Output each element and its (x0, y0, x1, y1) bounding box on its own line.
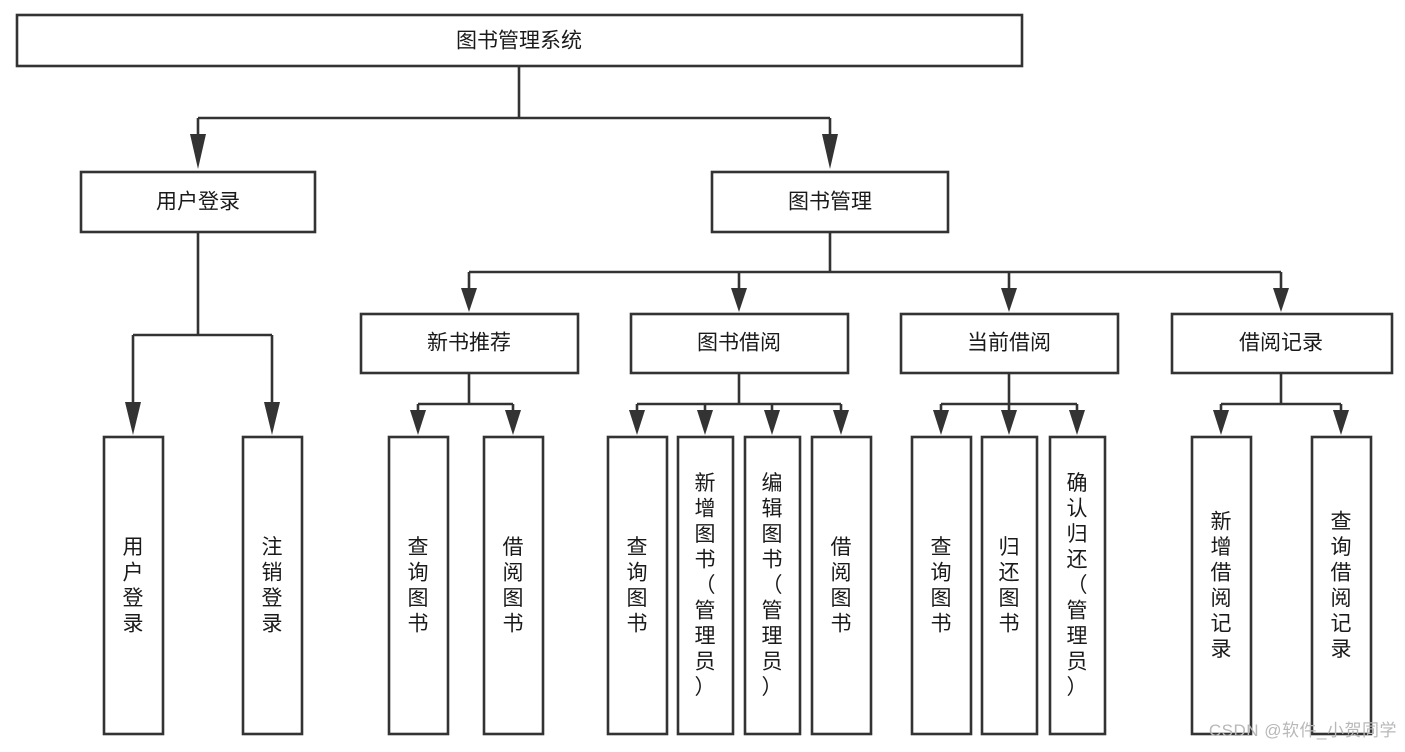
node-current-borrow-box[interactable] (899, 312, 1120, 375)
leaf-new-book-0-label: 查询图书 (408, 536, 429, 636)
node-root-label: 图书管理系统 (456, 30, 582, 53)
leaf-current-borrow-0[interactable]: 查询图书 (910, 435, 973, 736)
arrow-to-current-borrow (1001, 288, 1017, 312)
leaf-new-book-1-box[interactable] (482, 435, 545, 736)
arrow-leaf-new-book-1 (505, 410, 521, 435)
node-new-book[interactable]: 新书推荐 (359, 312, 580, 375)
leaf-current-borrow-2[interactable]: 确认归还（管理员） (1048, 435, 1107, 736)
node-current-borrow[interactable]: 当前借阅 (899, 312, 1120, 375)
arrow-to-new-book (461, 288, 477, 312)
leaf-book-borrow-0[interactable]: 查询图书 (606, 435, 669, 736)
leaf-borrow-record-1-box[interactable] (1310, 435, 1373, 736)
node-book-borrow-box[interactable] (629, 312, 850, 375)
node-user-login-label: 用户登录 (156, 191, 240, 214)
leaf-book-borrow-2-label: 编辑图书（管理员） (762, 472, 783, 699)
leaf-current-borrow-2-label: 确认归还（管理员） (1067, 472, 1088, 699)
arrow-leaf-borrow-record-0 (1213, 410, 1229, 435)
leaf-book-borrow-2[interactable]: 编辑图书（管理员） (743, 435, 802, 736)
arrow-to-book-borrow (731, 288, 747, 312)
arrow-leaf-book-borrow-1 (697, 410, 713, 435)
node-borrow-record[interactable]: 借阅记录 (1170, 312, 1394, 375)
leaf-book-borrow-2-box[interactable] (743, 435, 802, 736)
arrow-leaf-user-login-1 (264, 402, 280, 435)
leaf-user-login-1[interactable]: 注销登录 (241, 435, 304, 736)
node-current-borrow-label: 当前借阅 (967, 332, 1051, 355)
node-user-login[interactable]: 用户登录 (79, 170, 317, 234)
arrow-leaf-book-borrow-3 (833, 410, 849, 435)
node-new-book-box[interactable] (359, 312, 580, 375)
csdn-watermark: CSDN @软件_小贺同学 (1208, 721, 1397, 740)
leaf-book-borrow-1-box[interactable] (676, 435, 735, 736)
leaf-current-borrow-2-box[interactable] (1048, 435, 1107, 736)
leaf-user-login-1-box[interactable] (241, 435, 304, 736)
leaf-book-borrow-0-label: 查询图书 (627, 536, 648, 636)
leaf-book-borrow-0-box[interactable] (606, 435, 669, 736)
leaf-book-borrow-3-box[interactable] (810, 435, 873, 736)
arrow-leaf-book-borrow-0 (629, 410, 645, 435)
node-book-manage-box[interactable] (710, 170, 950, 234)
node-book-borrow-label: 图书借阅 (697, 332, 781, 355)
leaf-user-login-1-label: 注销登录 (262, 536, 283, 636)
node-book-manage-label: 图书管理 (788, 191, 872, 214)
leaf-book-borrow-1[interactable]: 新增图书（管理员） (676, 435, 735, 736)
arrow-leaf-current-borrow-1 (1001, 410, 1017, 435)
arrow-to-book-manage (822, 134, 838, 169)
leaf-new-book-0-box[interactable] (387, 435, 450, 736)
leaf-borrow-record-0-box[interactable] (1190, 435, 1253, 736)
node-user-login-box[interactable] (79, 170, 317, 234)
node-book-manage[interactable]: 图书管理 (710, 170, 950, 234)
arrow-leaf-borrow-record-1 (1333, 410, 1349, 435)
node-borrow-record-box[interactable] (1170, 312, 1394, 375)
leaf-new-book-1[interactable]: 借阅图书 (482, 435, 545, 736)
leaf-borrow-record-0[interactable]: 新增借阅记录 (1190, 435, 1253, 736)
arrow-leaf-new-book-0 (410, 410, 426, 435)
arrow-leaf-current-borrow-2 (1069, 410, 1085, 435)
leaf-user-login-0-label: 用户登录 (123, 536, 144, 636)
leaf-current-borrow-1[interactable]: 归还图书 (980, 435, 1039, 736)
arrow-to-user-login (190, 134, 206, 169)
connector-layer (125, 66, 1349, 435)
leaf-borrow-record-1[interactable]: 查询借阅记录 (1310, 435, 1373, 736)
leaf-book-borrow-1-label: 新增图书（管理员） (695, 472, 716, 699)
arrow-leaf-book-borrow-2 (764, 410, 780, 435)
leaf-new-book-0[interactable]: 查询图书 (387, 435, 450, 736)
leaf-new-book-1-label: 借阅图书 (503, 536, 524, 636)
node-root[interactable]: 图书管理系统 (15, 13, 1024, 68)
leaf-current-borrow-1-box[interactable] (980, 435, 1039, 736)
leaf-book-borrow-3[interactable]: 借阅图书 (810, 435, 873, 736)
arrow-leaf-user-login-0 (125, 402, 141, 435)
arrow-leaf-current-borrow-0 (933, 410, 949, 435)
node-book-borrow[interactable]: 图书借阅 (629, 312, 850, 375)
leaf-current-borrow-0-box[interactable] (910, 435, 973, 736)
arrow-to-borrow-record (1273, 288, 1289, 312)
leaf-current-borrow-1-label: 归还图书 (999, 536, 1020, 636)
leaf-borrow-record-1-label: 查询借阅记录 (1331, 510, 1352, 661)
leaf-borrow-record-0-label: 新增借阅记录 (1211, 510, 1232, 661)
leaf-user-login-0-box[interactable] (102, 435, 165, 736)
leaf-user-login-0[interactable]: 用户登录 (102, 435, 165, 736)
leaf-current-borrow-0-label: 查询图书 (931, 536, 952, 636)
leaf-book-borrow-3-label: 借阅图书 (831, 536, 852, 636)
node-root-box[interactable] (15, 13, 1024, 68)
node-borrow-record-label: 借阅记录 (1239, 332, 1323, 355)
node-new-book-label: 新书推荐 (427, 332, 511, 355)
